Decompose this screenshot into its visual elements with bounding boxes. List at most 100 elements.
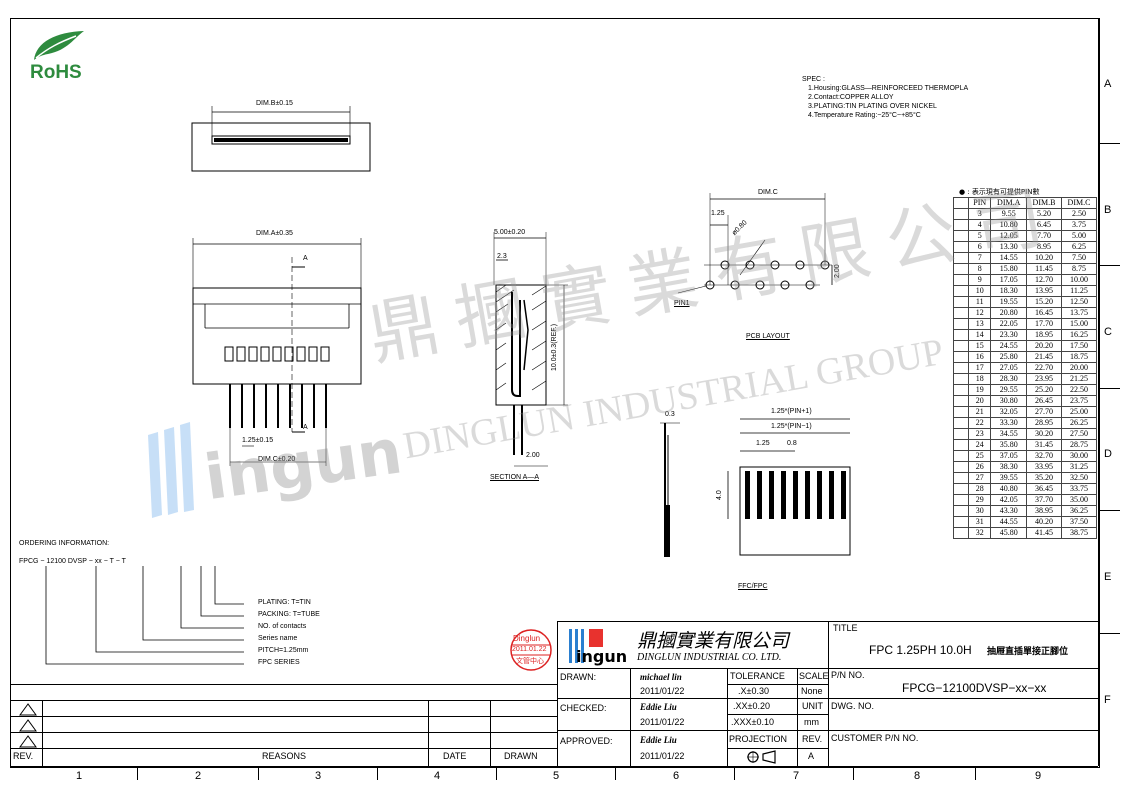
pin-table-cell: 18.30 bbox=[990, 285, 1027, 297]
pin-table-cell: 22.05 bbox=[990, 318, 1027, 330]
scale-label: SCALE bbox=[799, 671, 829, 681]
pin-table-cell: 19.55 bbox=[990, 296, 1027, 308]
pin-table-spacer bbox=[953, 362, 969, 374]
rev-block-col bbox=[428, 700, 429, 766]
section-mark-a-top: A bbox=[303, 255, 308, 262]
pin-table-cell: 30.00 bbox=[1060, 450, 1098, 462]
zone-divider bbox=[1098, 510, 1120, 511]
pin-table-spacer bbox=[953, 373, 969, 385]
tolerance-label: TOLERANCE bbox=[730, 671, 785, 681]
title-label: TITLE bbox=[833, 623, 858, 633]
pin-table-cell: 19 bbox=[967, 384, 992, 396]
checked-label: CHECKED: bbox=[560, 703, 607, 713]
pin-table-cell: 13.75 bbox=[1060, 307, 1098, 319]
pin-table-cell: 12 bbox=[967, 307, 992, 319]
scale-value: None bbox=[801, 686, 823, 696]
pin-table-cell: 30.80 bbox=[990, 395, 1027, 407]
zone-number-3: 3 bbox=[315, 770, 322, 782]
company-logo-stripes-icon bbox=[569, 629, 603, 663]
pin-table-cell: 32.05 bbox=[990, 406, 1027, 418]
pin-table-cell: 20.00 bbox=[1060, 362, 1098, 374]
pin-table-cell: 45.80 bbox=[990, 527, 1027, 539]
ordering-item-fpc-series: FPC SERIES bbox=[258, 659, 300, 666]
title-block-row bbox=[557, 668, 1098, 669]
ordering-item-packing: PACKING: T=TUBE bbox=[258, 611, 320, 618]
pin-table-cell: 36.45 bbox=[1026, 483, 1062, 495]
drawn-label: DRAWN: bbox=[560, 672, 597, 682]
ordering-item-series: Series name bbox=[258, 635, 298, 642]
pin-table-note: ● : 表示現有可提供PIN數 bbox=[959, 188, 1040, 196]
pin-table-cell: 31 bbox=[967, 516, 992, 528]
pcb-dim-c-label: DIM.C bbox=[758, 189, 778, 196]
zone-tick bbox=[377, 766, 378, 780]
pin-table-spacer bbox=[953, 439, 969, 451]
pin-table-cell: 11.25 bbox=[1060, 285, 1098, 297]
ordering-item-plating: PLATING: T=TIN bbox=[258, 599, 311, 606]
pin-table-cell: 22.50 bbox=[1060, 384, 1098, 396]
pin-table-cell: 27.05 bbox=[990, 362, 1027, 374]
pin-table-cell: 20 bbox=[967, 395, 992, 407]
ordering-item-contacts: NO. of contacts bbox=[258, 623, 307, 630]
pin-table-cell: 22.70 bbox=[1026, 362, 1062, 374]
projection-label: PROJECTION bbox=[729, 734, 788, 744]
document-control-stamp bbox=[510, 629, 552, 671]
ffc-08-label: 0.8 bbox=[787, 440, 797, 447]
ffc-pin-minus-label: 1.25*(PIN−1) bbox=[771, 423, 812, 430]
pin-table-cell: 44.55 bbox=[990, 516, 1027, 528]
dim-c-label: DIM.C±0.20 bbox=[258, 456, 296, 463]
pin-table-cell: 23.30 bbox=[990, 329, 1027, 341]
revision-triangle-icons bbox=[19, 703, 37, 748]
ffc-fpc-title: FFC/FPC bbox=[738, 583, 768, 590]
pin-table-cell: 27 bbox=[967, 472, 992, 484]
pin-table-cell: 28.30 bbox=[990, 373, 1027, 385]
pin-table-cell: 42.05 bbox=[990, 494, 1027, 506]
zone-tick bbox=[615, 766, 616, 780]
pin-table-cell: 28.75 bbox=[1060, 439, 1098, 451]
approved-name: Eddie Liu bbox=[640, 735, 677, 745]
reasons-column-label: REASONS bbox=[262, 751, 307, 761]
zone-number-6: 6 bbox=[673, 770, 680, 782]
pin-table-cell: 23 bbox=[967, 428, 992, 440]
pin-table-cell: 24.55 bbox=[990, 340, 1027, 352]
pitch-label: 1.25±0.15 bbox=[242, 437, 274, 444]
rohs-leaf-icon bbox=[34, 31, 84, 60]
pin-table-spacer bbox=[953, 472, 969, 484]
ordering-item-pitch: PITCH=1.25mm bbox=[258, 647, 309, 654]
zone-number-4: 4 bbox=[434, 770, 441, 782]
pin-table-spacer bbox=[953, 505, 969, 517]
pin-table-spacer bbox=[953, 483, 969, 495]
section-a-a-label: SECTION A—A bbox=[490, 474, 540, 481]
pin-table-cell: 26 bbox=[967, 461, 992, 473]
zone-tick bbox=[258, 766, 259, 780]
spec-line-2: 2.Contact:COPPER ALLOY bbox=[808, 94, 894, 101]
pin-table-cell: 38.30 bbox=[990, 461, 1027, 473]
pin-table-cell: 17.05 bbox=[990, 274, 1027, 286]
pin-table-cell: 6.25 bbox=[1060, 241, 1098, 253]
tolerance-xx: .XX±0.20 bbox=[733, 701, 770, 711]
pin-table-cell: 11 bbox=[967, 296, 992, 308]
drawn-name: michael lin bbox=[640, 672, 682, 682]
ordering-info-title: ORDERING INFORMATION: bbox=[19, 540, 110, 547]
pin-table-cell: 36.25 bbox=[1060, 505, 1098, 517]
date-column-label: DATE bbox=[443, 751, 467, 761]
pin-table-cell: 29.55 bbox=[990, 384, 1027, 396]
pin-table-cell: 31.25 bbox=[1060, 461, 1098, 473]
zone-letter-c: C bbox=[1104, 326, 1112, 338]
approved-date: 2011/01/22 bbox=[640, 751, 685, 761]
tolerance-xxx: .XXX±0.10 bbox=[731, 717, 774, 727]
pin-table-cell: 41.45 bbox=[1026, 527, 1062, 539]
ordering-leader-lines bbox=[45, 566, 244, 665]
part-number: FPCG−12100DVSP−xx−xx bbox=[902, 681, 1047, 695]
pin-table-cell: 38.95 bbox=[1026, 505, 1062, 517]
rev-label: REV. bbox=[802, 734, 823, 744]
pin-table-cell: 28 bbox=[967, 483, 992, 495]
